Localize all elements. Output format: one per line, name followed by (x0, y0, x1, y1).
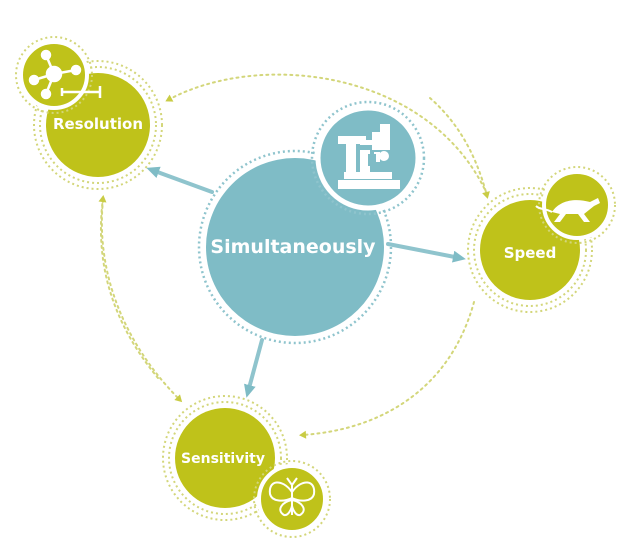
arc-speed-to-resolution (165, 73, 488, 195)
sensitivity-node: Sensitivity (162, 395, 331, 538)
sensitivity-label: Sensitivity (181, 451, 265, 467)
arc-sensitivity-to-resolution (98, 195, 159, 379)
center-node: Simultaneously (197, 100, 426, 345)
resolution-node: Resolution (15, 36, 163, 190)
arrow-to-resolution (146, 166, 214, 194)
microscope-icon (310, 100, 426, 216)
arc-resolution-to-speed (429, 97, 490, 199)
arrow-to-sensitivity (244, 338, 264, 398)
arc-speed-to-sensitivity (299, 301, 475, 439)
butterfly-icon (253, 460, 331, 538)
arrow-to-speed (386, 242, 466, 263)
cheetah-icon (535, 166, 616, 244)
speed-node: Speed (467, 166, 616, 313)
resolution-label: Resolution (53, 115, 143, 133)
molecule-icon (15, 36, 102, 114)
connector-arcs (98, 73, 490, 439)
speed-label: Speed (504, 244, 557, 262)
center-label: Simultaneously (210, 236, 376, 258)
center-arrows (146, 166, 466, 398)
